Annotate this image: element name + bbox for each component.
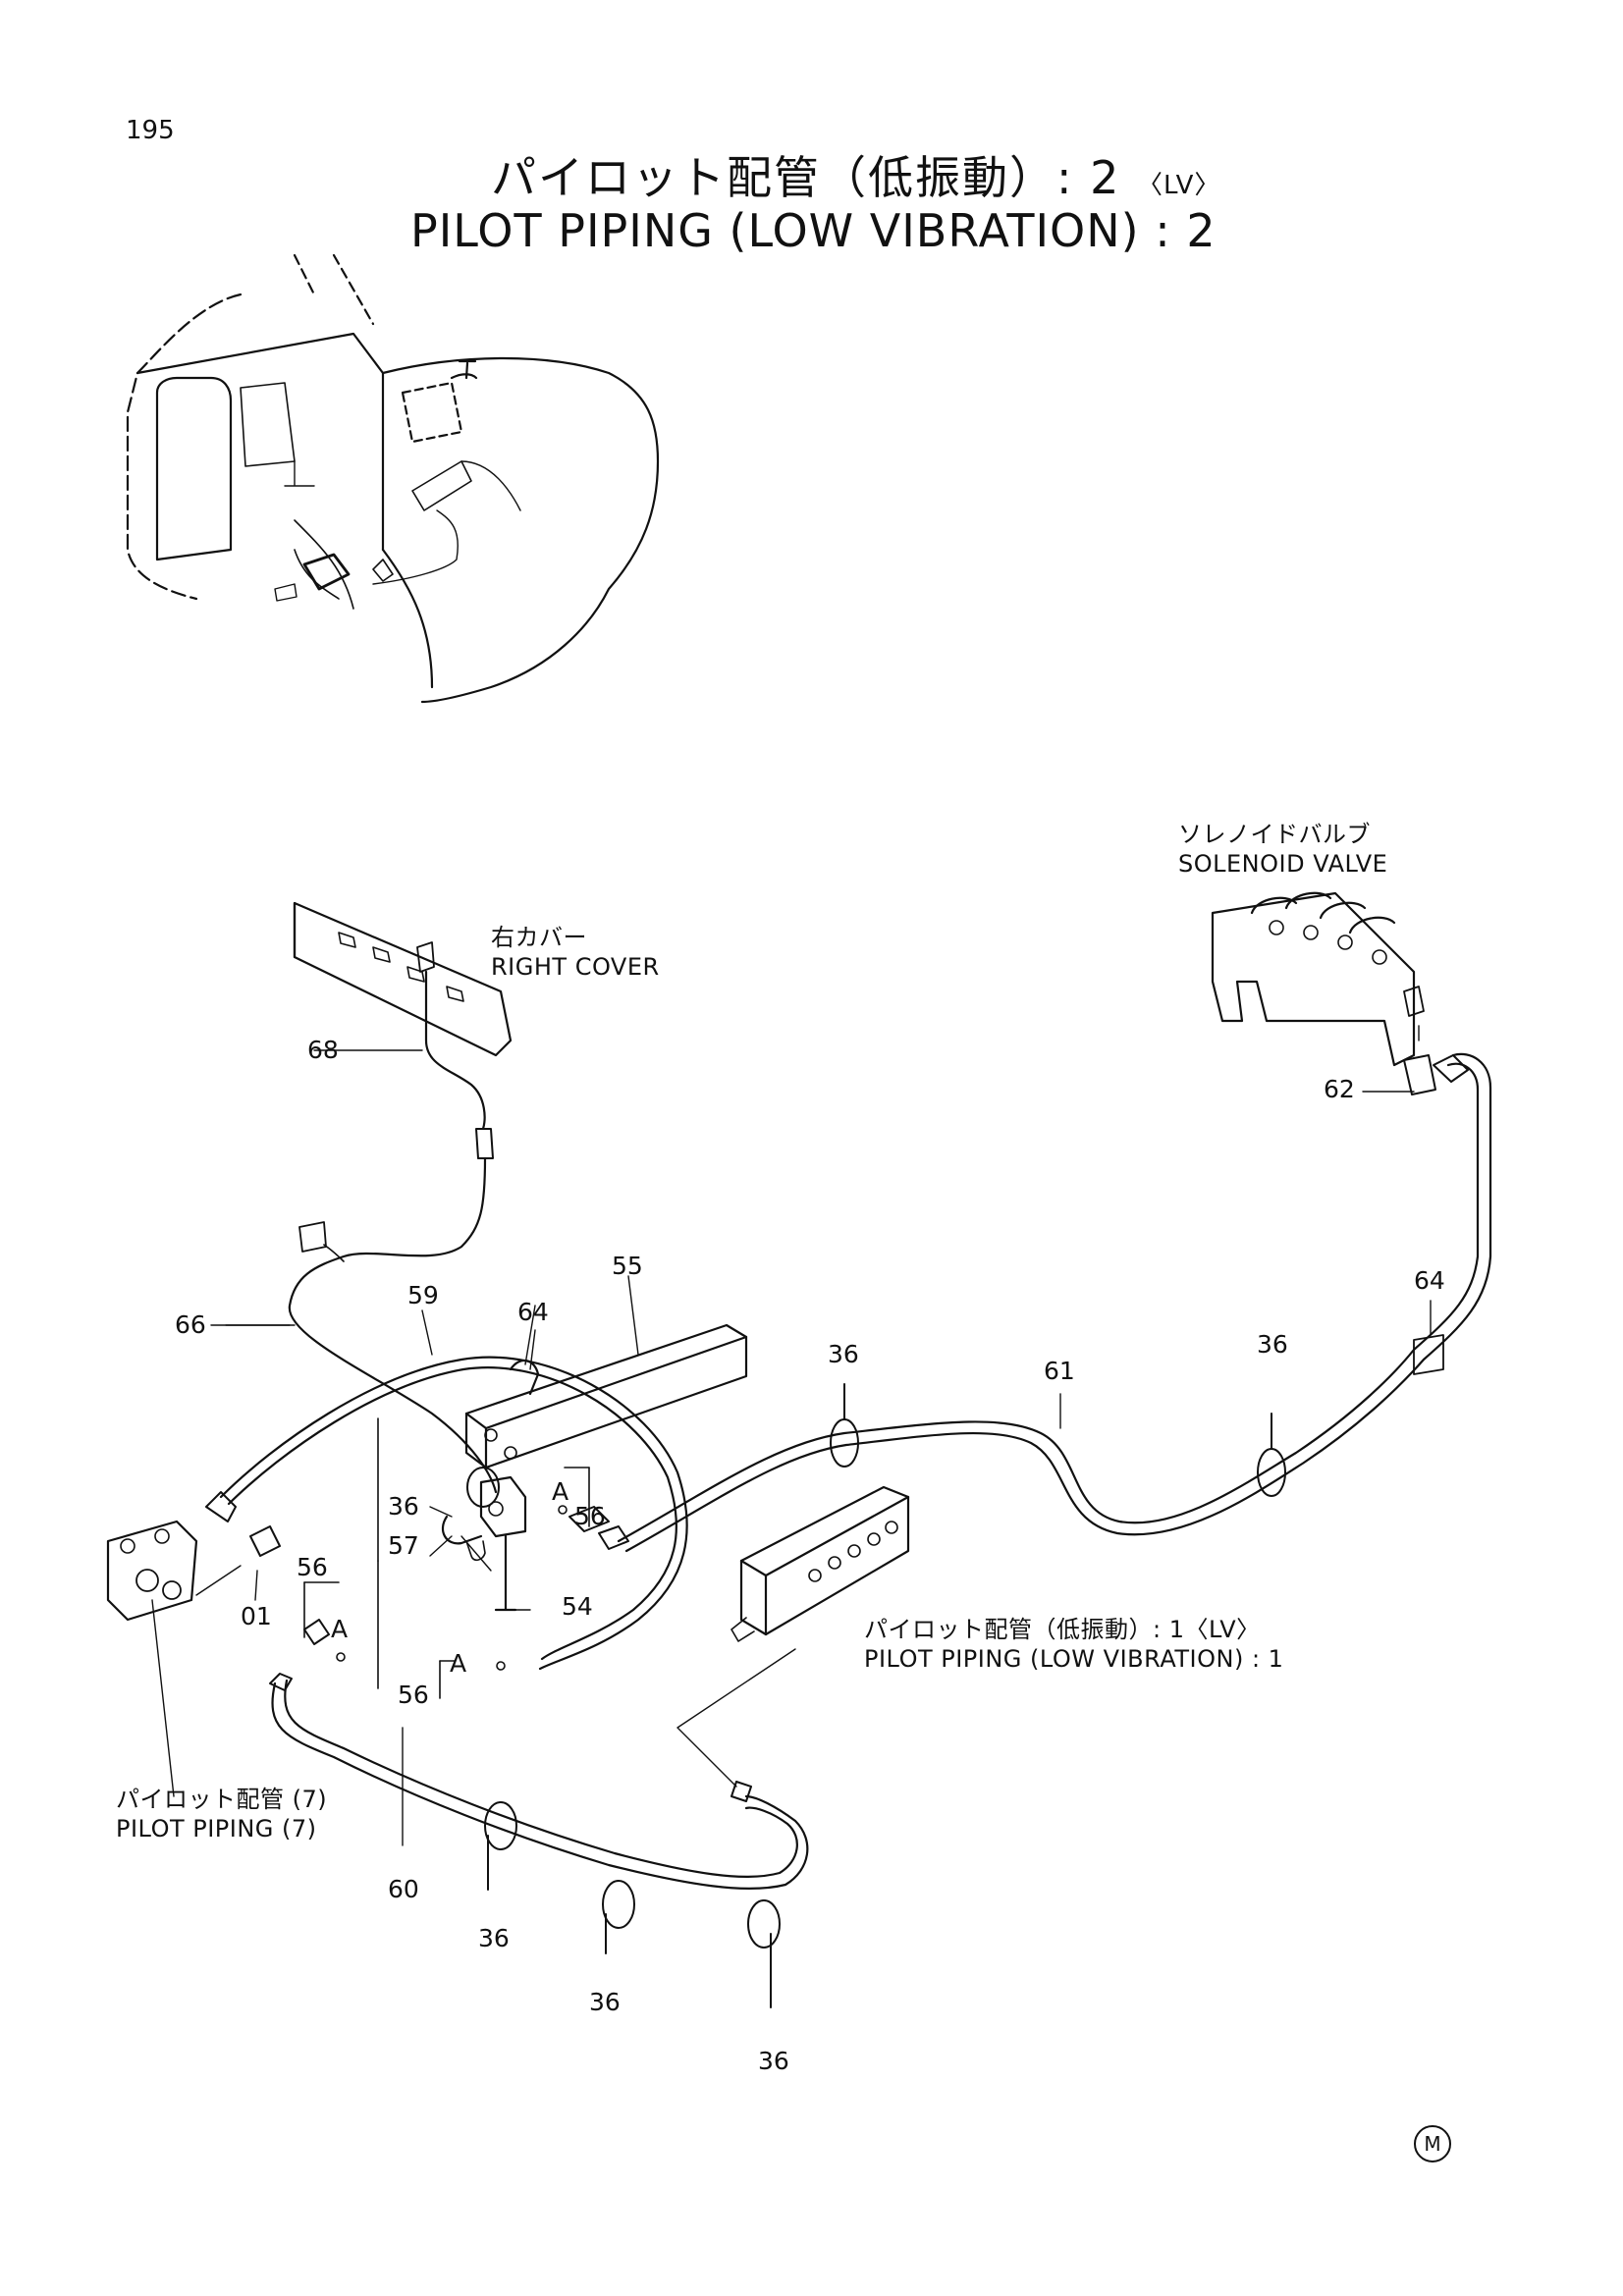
excavator-overview-illustration [126, 253, 660, 704]
pilot-piping-lv1-label: パイロット配管（低振動）: 1〈LV〉 PILOT PIPING (LOW VI… [864, 1615, 1283, 1674]
part-number-64: 64 [517, 1298, 549, 1326]
leader-lines [225, 1309, 1061, 1846]
part-number-66: 66 [175, 1310, 206, 1339]
part-number-36: 36 [828, 1340, 859, 1368]
bracket-55-part [464, 1275, 748, 1469]
part-number-01: 01 [241, 1602, 272, 1630]
part-number-57: 57 [388, 1531, 419, 1560]
part-number-59: 59 [407, 1281, 439, 1309]
section-mark-a: A [450, 1649, 467, 1678]
clamp-64-right [1413, 1334, 1444, 1375]
hose-60-outer [284, 1679, 798, 1879]
right-cover-part [210, 901, 513, 1494]
part-number-36: 36 [758, 2047, 789, 2075]
hose-60 [271, 1682, 809, 1891]
right-cover-label-jp: 右カバー [491, 924, 587, 951]
hose-61 [617, 1062, 1480, 1543]
pilot-piping-lv1-label-en: PILOT PIPING (LOW VIBRATION) : 1 [864, 1645, 1284, 1673]
clamps-36 [466, 1383, 1286, 2008]
hose-61-outer [624, 1052, 1492, 1553]
pilot-piping-7-label-en: PILOT PIPING (7) [116, 1815, 317, 1842]
part-number-36: 36 [1257, 1330, 1288, 1359]
solenoid-valve-label-jp: ソレノイドバルブ [1178, 821, 1371, 848]
part-number-36: 36 [589, 1988, 621, 2016]
hose-59 [219, 1356, 688, 1671]
solenoid-valve-part [1211, 891, 1469, 1095]
part-number-56: 56 [398, 1681, 429, 1709]
page-number: 195 [126, 116, 175, 145]
part-number-62: 62 [1324, 1075, 1355, 1103]
hose-59-outer [227, 1366, 678, 1661]
title-jp-text: パイロット配管（低振動）: 2 [491, 151, 1121, 204]
part-number-56: 56 [297, 1553, 328, 1581]
section-mark-a: A [331, 1615, 349, 1643]
part-number-36: 36 [388, 1492, 419, 1521]
pilot-piping-lv1-label-jp: パイロット配管（低振動）: 1〈LV〉 [864, 1616, 1261, 1643]
solenoid-valve-label-en: SOLENOID VALVE [1178, 850, 1388, 878]
part-number-64: 64 [1414, 1266, 1445, 1295]
page-title-jp: パイロット配管（低振動）: 2 〈LV〉 [491, 142, 1220, 207]
part-number-54: 54 [562, 1592, 593, 1621]
section-bracket-lines [303, 1417, 590, 1699]
m-mark-icon: M [1414, 2125, 1451, 2163]
right-cover-label-en: RIGHT COVER [491, 953, 660, 981]
pilot-piping-lv1-block [676, 1485, 910, 1788]
pilot-valve-part [106, 1491, 330, 1797]
part-number-61: 61 [1044, 1357, 1075, 1385]
solenoid-valve-label: ソレノイドバルブ SOLENOID VALVE [1178, 820, 1387, 879]
section-mark-a: A [552, 1477, 569, 1506]
pilot-piping-7-label-jp: パイロット配管 (7) [116, 1786, 328, 1813]
right-cover-label: 右カバー RIGHT COVER [491, 923, 660, 982]
page-title-en: PILOT PIPING (LOW VIBRATION) : 2 [410, 204, 1217, 257]
part-number-68: 68 [307, 1036, 339, 1064]
part-number-56: 56 [574, 1502, 606, 1530]
part-number-60: 60 [388, 1875, 419, 1903]
title-jp-suffix: 〈LV〉 [1137, 171, 1221, 200]
pilot-piping-7-label: パイロット配管 (7) PILOT PIPING (7) [116, 1785, 327, 1843]
part-number-36: 36 [478, 1924, 510, 1952]
part-number-55: 55 [612, 1252, 643, 1280]
